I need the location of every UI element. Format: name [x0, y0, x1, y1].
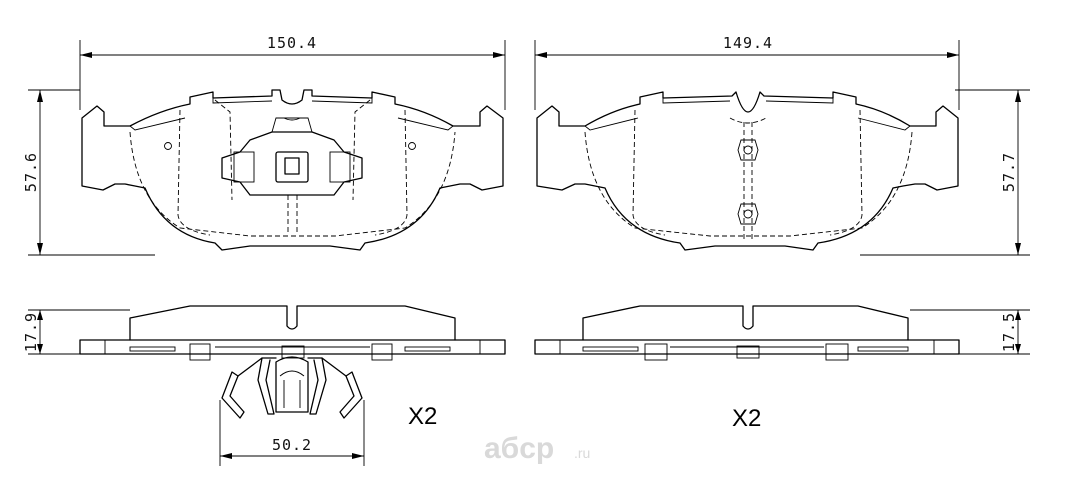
- spring-width-dimension: 50.2: [219, 400, 365, 466]
- left-width-dimension: 150.4: [79, 34, 506, 110]
- spring-clip: [221, 356, 363, 419]
- right-width-label: 149.4: [723, 34, 773, 52]
- left-width-label: 150.4: [267, 34, 317, 52]
- left-height-dimension: 57.6: [22, 89, 155, 256]
- left-height-label: 57.6: [22, 152, 40, 192]
- right-thickness-label: 17.5: [1000, 312, 1018, 352]
- left-quantity-label: X2: [408, 403, 437, 430]
- left-pad-front-view: [81, 89, 504, 251]
- watermark-domain: .ru: [574, 445, 590, 461]
- watermark-logo: aбcp .ru: [484, 432, 590, 465]
- right-height-label: 57.7: [1000, 152, 1018, 192]
- right-pad-side-view: [534, 305, 960, 361]
- left-thickness-dimension: 17.9: [22, 309, 130, 355]
- left-thickness-label: 17.9: [22, 312, 40, 352]
- right-height-dimension: 57.7: [860, 89, 1030, 256]
- right-width-dimension: 149.4: [534, 34, 960, 110]
- spring-width-label: 50.2: [272, 436, 312, 454]
- left-pad-side-view: [79, 305, 506, 361]
- watermark-brand: aбcp: [484, 432, 554, 465]
- right-pad-front-view: [536, 91, 959, 251]
- right-thickness-dimension: 17.5: [910, 309, 1030, 355]
- right-quantity-label: X2: [732, 405, 761, 432]
